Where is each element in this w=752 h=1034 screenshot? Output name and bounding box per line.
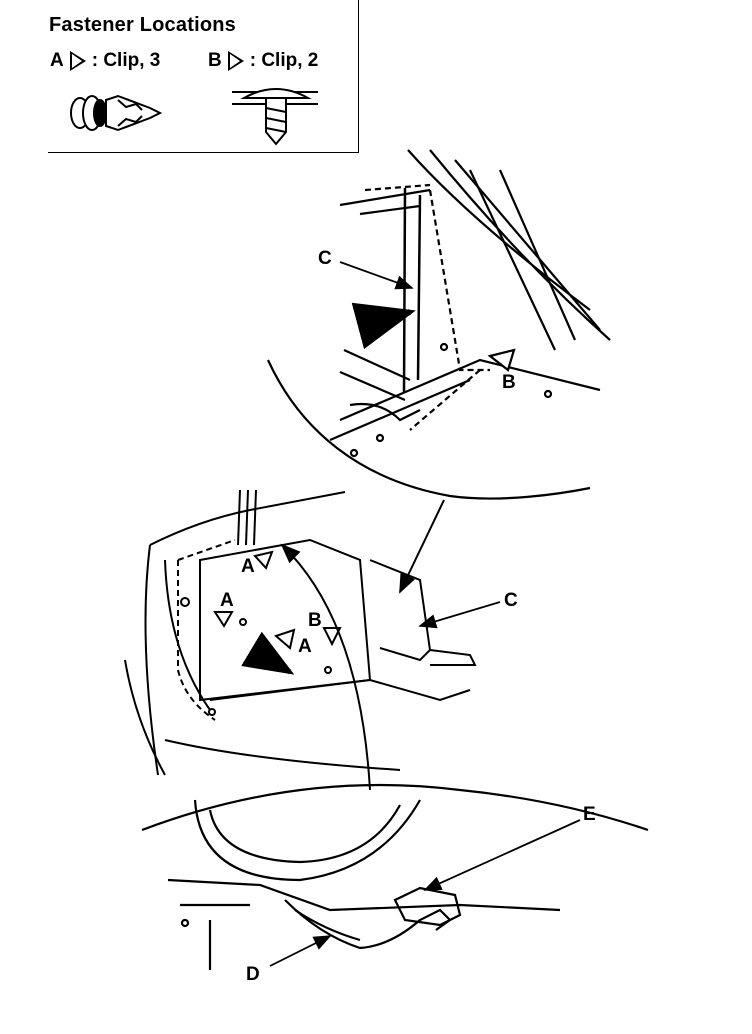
detail-link-arrow bbox=[280, 543, 371, 791]
clip-a-letter: A bbox=[50, 50, 64, 71]
callout-d: D bbox=[246, 964, 260, 985]
clip-a-text: : Clip, 3 bbox=[91, 50, 161, 71]
clip-b-icon bbox=[232, 88, 318, 146]
callout-b-mid: B bbox=[308, 610, 322, 631]
callout-a-2: A bbox=[220, 590, 234, 611]
legend-title: Fastener Locations bbox=[49, 14, 236, 36]
legend-clip-a: A : Clip, 3 bbox=[50, 50, 160, 72]
leader-line bbox=[269, 935, 332, 967]
clip-b-text: : Clip, 2 bbox=[249, 50, 319, 71]
callout-c-mid: C bbox=[504, 590, 518, 611]
clip-a-marker-icon bbox=[253, 550, 274, 570]
trunk-view bbox=[124, 489, 477, 776]
clip-a-icon bbox=[70, 94, 163, 132]
clip-b-marker-icon bbox=[487, 348, 516, 372]
callout-c-top: C bbox=[318, 248, 332, 269]
bottom-detail-view bbox=[141, 783, 649, 970]
detail-link-arrow bbox=[399, 499, 445, 594]
clip-a-marker-icon bbox=[213, 611, 234, 628]
callout-e: E bbox=[583, 804, 596, 825]
clip-b-marker-icon bbox=[322, 627, 342, 647]
clip-b-letter: B bbox=[208, 50, 222, 71]
top-detail-view bbox=[266, 149, 611, 500]
triangle-marker-icon bbox=[69, 51, 86, 71]
legend-clip-b: B : Clip, 2 bbox=[208, 50, 318, 72]
callout-b-top: B bbox=[502, 372, 516, 393]
fastener-legend-box bbox=[48, 0, 359, 153]
leader-line bbox=[423, 819, 581, 891]
callout-a-3: A bbox=[298, 636, 312, 657]
clip-a-marker-icon bbox=[274, 628, 296, 650]
leader-line bbox=[418, 601, 501, 629]
triangle-marker-icon bbox=[227, 51, 244, 71]
leader-line bbox=[339, 261, 414, 290]
callout-a-1: A bbox=[241, 556, 255, 577]
